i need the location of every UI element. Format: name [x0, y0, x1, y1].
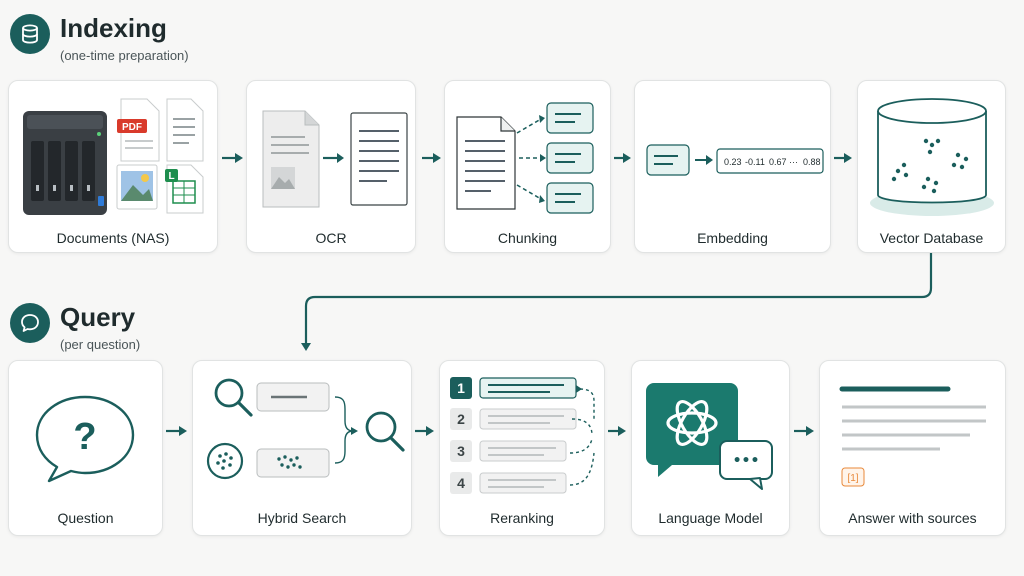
step-embedding: 0.23 -0.11 0.67 ··· 0.88 Embedding: [634, 80, 831, 253]
flow-arrowhead: [426, 426, 434, 436]
step-label-chunking: Chunking: [497, 230, 558, 246]
step-language-model: ••• Language Model: [631, 360, 790, 536]
flow-arrowhead: [433, 153, 441, 163]
step-label-vector-database: Vector Database: [879, 230, 984, 246]
nas-documents-icon: PDF L: [23, 98, 204, 215]
step-label-reranking: Reranking: [490, 510, 554, 526]
reranking-icon: 1 2 3 4: [450, 377, 595, 494]
flow-connector: [304, 253, 933, 344]
step-question: ? Question: [8, 360, 163, 536]
query-title: Query: [60, 302, 136, 332]
vector-value: -0.11: [745, 157, 765, 167]
chat-dots: •••: [733, 453, 760, 469]
answer-icon: [1]: [839, 386, 986, 487]
query-header: Query (per question): [10, 303, 140, 352]
rank-number: 3: [457, 443, 465, 459]
embedding-icon: 0.23 -0.11 0.67 ··· 0.88: [646, 144, 824, 176]
rank-number: 4: [457, 475, 465, 491]
vector-value: 0.88: [803, 157, 821, 167]
indexing-title: Indexing: [60, 13, 167, 43]
rank-number: 1: [457, 380, 465, 396]
chunking-icon: [456, 102, 594, 214]
indexing-header: Indexing (one-time preparation): [10, 14, 189, 63]
step-label-language-model: Language Model: [658, 510, 763, 526]
pdf-badge: PDF: [122, 122, 142, 133]
svg-text:0.23 -0.11 0.67: 0.23 -0.11 0.67 ··· 0.88: [724, 157, 821, 167]
vector-value: 0.23: [724, 157, 742, 167]
step-label-ocr: OCR: [315, 230, 347, 246]
step-vector-database: Vector Database: [857, 80, 1006, 253]
vector-value: 0.67: [769, 157, 787, 167]
query-subtitle: (per question): [60, 337, 141, 352]
step-hybrid-search: Hybrid Search: [192, 360, 412, 536]
step-label-hybrid-search: Hybrid Search: [257, 510, 347, 526]
citation-marker: [1]: [847, 473, 858, 484]
step-label-answer: Answer with sources: [848, 510, 977, 526]
step-label-documents: Documents (NAS): [56, 230, 170, 246]
flow-arrowhead: [301, 343, 311, 351]
step-ocr: OCR: [246, 80, 416, 253]
indexing-subtitle: (one-time preparation): [60, 48, 189, 63]
step-reranking: 1 2 3 4 Reranking: [439, 360, 605, 536]
language-model-icon: •••: [646, 383, 773, 490]
sheet-badge: L: [168, 171, 174, 182]
database-icon: [10, 14, 50, 54]
flow-arrowhead: [623, 153, 631, 163]
question-mark: ?: [73, 416, 96, 458]
flow-arrowhead: [235, 153, 243, 163]
flow-arrowhead: [806, 426, 814, 436]
ocr-icon: [262, 110, 408, 208]
chat-bubble-icon: [10, 303, 50, 343]
flow-arrowhead: [618, 426, 626, 436]
flow-arrowhead: [179, 426, 187, 436]
step-label-embedding: Embedding: [697, 230, 768, 246]
flow-arrowhead: [844, 153, 852, 163]
step-label-question: Question: [57, 510, 114, 526]
step-answer: [1] Answer with sources: [819, 360, 1006, 536]
step-chunking: Chunking: [444, 80, 611, 253]
rank-number: 2: [457, 411, 465, 427]
question-icon: ?: [35, 395, 135, 483]
step-documents: PDF L Documents (NAS): [8, 80, 218, 253]
hybrid-search-icon: [206, 378, 405, 480]
vector-database-icon: [870, 98, 994, 216]
vector-value: ···: [789, 157, 798, 167]
